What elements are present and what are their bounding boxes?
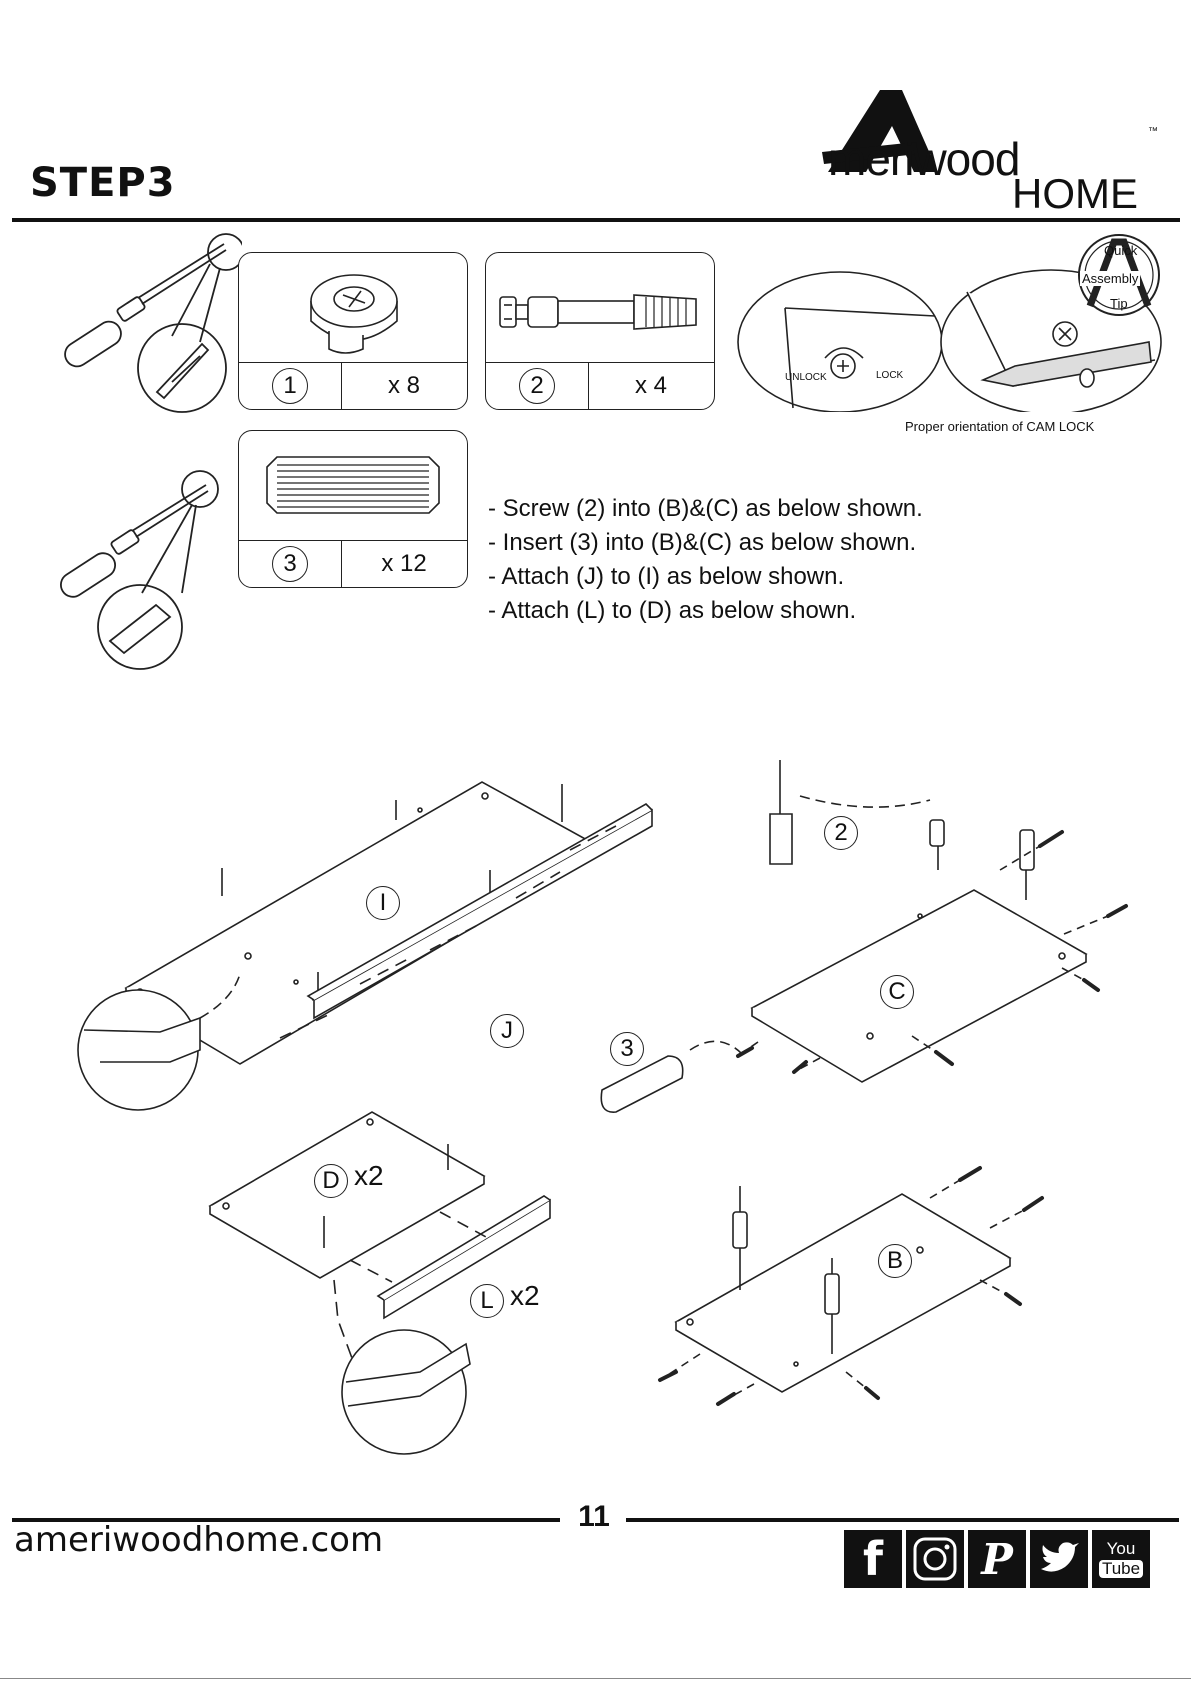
label-panel-i: I [366,886,400,920]
assembly-diagram [77,760,1128,1455]
cam-bolt-icon [499,294,697,330]
rail-j [306,803,653,1020]
cam-lock-icon [310,274,398,354]
phillips-screwdriver-icon [64,233,242,413]
instruction-item: - Screw (2) into (B)&(C) as below shown. [488,495,923,522]
footer-rule-right [626,1518,1179,1522]
pinterest-icon[interactable]: P [968,1530,1026,1588]
website-link[interactable]: ameriwoodhome.com [14,1520,384,1560]
instruction-item: - Insert (3) into (B)&(C) as below shown… [488,529,917,556]
part-card-1: 1 x 8 [238,252,468,410]
instagram-icon[interactable] [906,1530,964,1588]
flathead-screwdriver-icon [60,470,219,670]
label-panel-d-qty: x2 [354,1160,384,1191]
rail-l [376,1195,551,1320]
lock-label: LOCK [876,370,904,381]
label-panel-d: D [314,1164,348,1198]
youtube-label-top: You [1106,1539,1136,1558]
label-rail-l-qty: x2 [510,1280,540,1311]
youtube-icon[interactable]: You Tube [1092,1530,1150,1588]
page-number: 11 [578,1500,610,1533]
part-card-2: 2 x 4 [485,252,715,410]
part-quantity: x 8 [387,372,420,399]
label-panel-b: B [878,1244,912,1278]
label-panel-c: C [880,975,914,1009]
brand-logo-a [822,90,938,172]
facebook-icon[interactable]: f [844,1530,902,1588]
label-part-3: 3 [610,1032,644,1066]
part-card-3: 3 x 12 [238,430,468,588]
panel-b [674,1186,1012,1393]
instruction-item: - Attach (L) to (D) as below shown. [488,597,857,624]
instruction-item: - Attach (J) to (I) as below shown. [488,563,845,590]
cam-lock-caption: Proper orientation of CAM LOCK [905,419,1095,434]
part-number: 3 [272,546,308,582]
part-number: 1 [272,368,308,404]
part-quantity: x 12 [381,550,427,577]
header-rule [12,218,1180,222]
panel-c [750,819,1088,1083]
tip-line-tip: Tip [1110,296,1128,311]
brand-name: meriwood [828,133,1020,185]
brand-subtitle: HOME [1012,170,1138,217]
brand-trademark: ™ [1148,126,1158,137]
youtube-label-bottom: Tube [1098,1560,1144,1578]
label-rail-j: J [490,1014,524,1048]
wooden-dowel-icon [266,456,440,514]
twitter-icon[interactable] [1030,1530,1088,1588]
label-part-2: 2 [824,816,858,850]
unlock-label: UNLOCK [785,372,827,383]
part-quantity: x 4 [634,372,667,399]
tip-line-assembly: Assembly [1080,271,1141,286]
instruction-list: - Screw (2) into (B)&(C) as below shown.… [488,492,923,628]
footer-rule-left [12,1518,560,1522]
tip-line-quick: Quick [1104,243,1138,258]
step-title: STEP3 [30,160,176,206]
label-rail-l: L [470,1284,504,1318]
part-number: 2 [519,368,555,404]
panel-d [208,1111,486,1279]
page-bottom-line [0,1678,1191,1679]
